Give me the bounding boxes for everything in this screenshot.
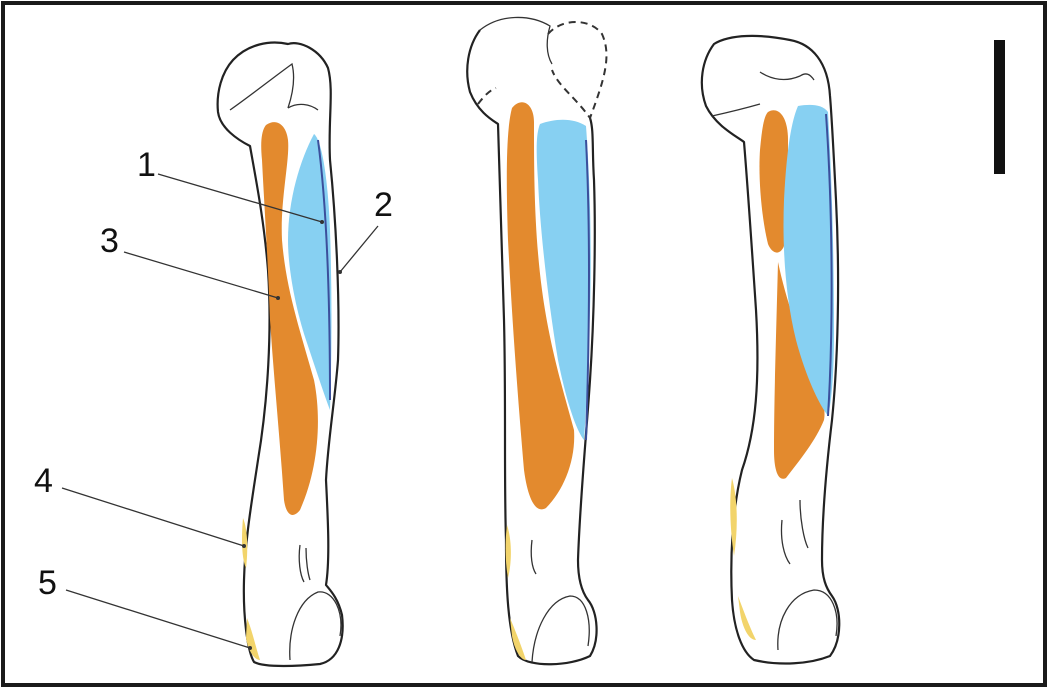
leader-3-tip <box>276 296 280 300</box>
leader-1-tip <box>320 220 324 224</box>
label-5: 5 <box>38 564 57 602</box>
label-3: 3 <box>100 222 119 260</box>
leader-2-tip <box>338 270 342 274</box>
scale-bar <box>994 40 1005 174</box>
label-1: 1 <box>137 146 156 184</box>
leader-4-tip <box>242 544 246 548</box>
leader-5-tip <box>248 646 252 650</box>
label-4: 4 <box>34 462 53 500</box>
label-2: 2 <box>374 186 393 224</box>
